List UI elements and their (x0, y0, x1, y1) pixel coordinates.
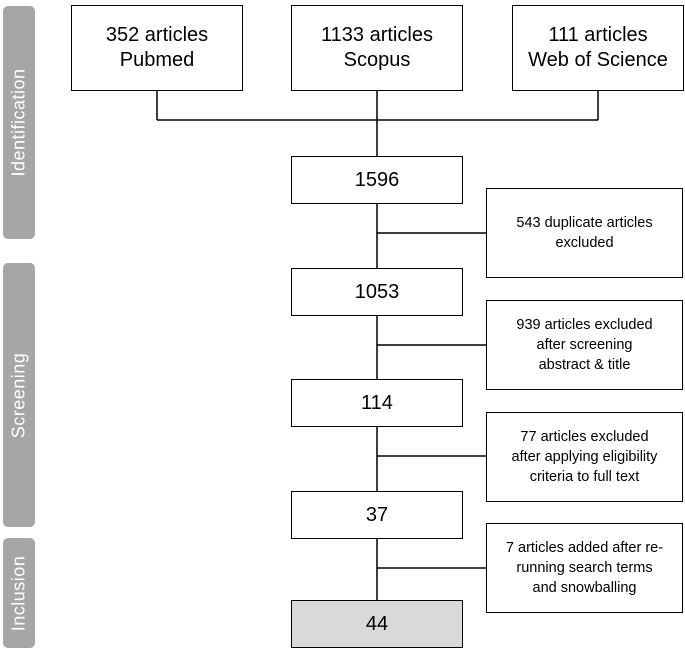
count-value: 1053 (354, 280, 400, 303)
note-line: and snowballing (532, 580, 637, 596)
source-box-scopus: 1133 articles Scopus (291, 5, 463, 91)
note-line: after applying eligibility (511, 449, 658, 465)
source-name: Scopus (343, 49, 411, 71)
count-box-included: 44 (291, 600, 463, 648)
note-box-screening-exclusion: 939 articles excluded after screening ab… (486, 300, 683, 390)
note-box-eligibility-exclusion: 77 articles excluded after applying elig… (486, 412, 683, 502)
source-name: Pubmed (119, 49, 195, 71)
note-line: 77 articles excluded (520, 429, 649, 445)
phase-identification-label: Identification (8, 68, 29, 177)
count-box-identified: 1596 (291, 156, 463, 204)
source-box-web-of-science: 111 articles Web of Science (512, 5, 684, 91)
phase-screening: Screening (3, 263, 35, 527)
count-value: 1596 (354, 168, 400, 191)
phase-inclusion-label: Inclusion (8, 555, 29, 631)
count-value: 44 (365, 612, 389, 635)
count-value: 37 (365, 503, 389, 526)
note-line: criteria to full text (529, 469, 640, 485)
count-box-eligible: 37 (291, 491, 463, 539)
note-line: running search terms (516, 560, 653, 576)
phase-identification: Identification (3, 6, 35, 239)
note-box-duplicates: 543 duplicate articles excluded (486, 188, 683, 278)
note-line: 543 duplicate articles (516, 215, 653, 231)
count-box-deduplicated: 1053 (291, 268, 463, 316)
note-box-added-articles: 7 articles added after re- running searc… (486, 523, 683, 613)
note-line: 939 articles excluded (516, 317, 653, 333)
source-count: 1133 articles (321, 24, 433, 46)
note-line: after screening (536, 337, 633, 353)
source-name: Web of Science (528, 49, 668, 71)
note-line: 7 articles added after re- (505, 540, 664, 556)
note-line: abstract & title (538, 357, 631, 373)
phase-inclusion: Inclusion (3, 538, 35, 648)
phase-screening-label: Screening (8, 352, 29, 438)
count-value: 114 (361, 391, 393, 414)
note-line: excluded (555, 235, 614, 251)
count-box-screened: 114 (291, 379, 463, 427)
source-count: 111 articles (548, 24, 648, 46)
source-box-pubmed: 352 articles Pubmed (71, 5, 243, 91)
source-count: 352 articles (105, 24, 209, 46)
